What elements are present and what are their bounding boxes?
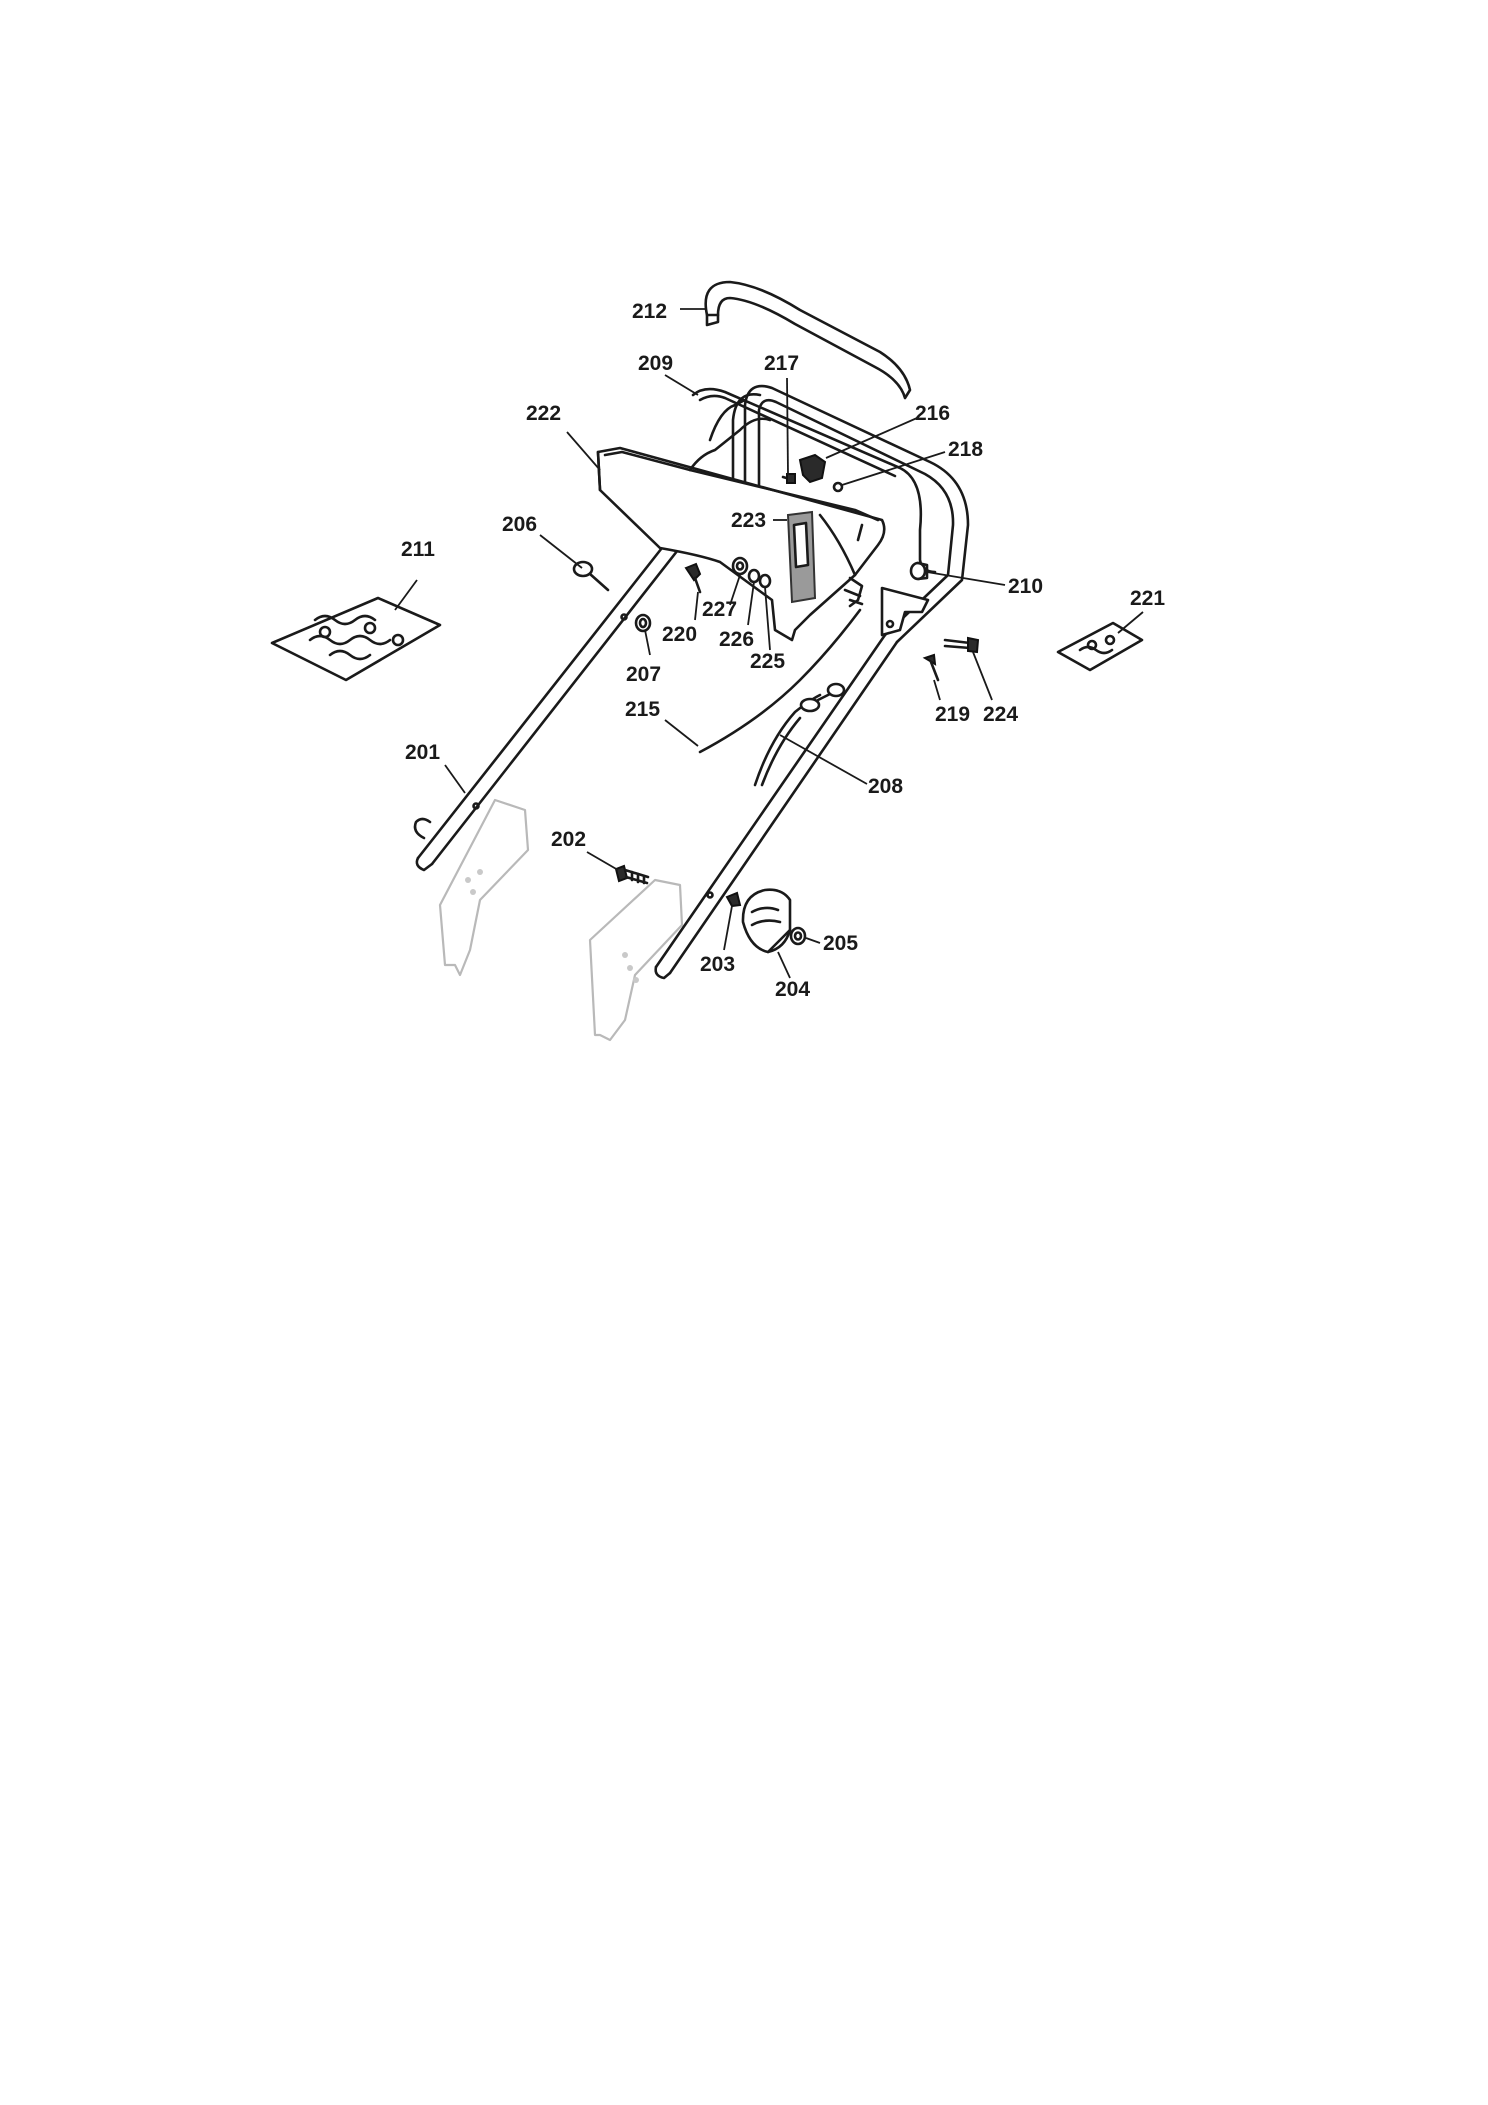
screw-220 bbox=[684, 562, 702, 594]
callout-204: 204 bbox=[775, 978, 810, 1001]
callout-224: 224 bbox=[983, 703, 1018, 726]
height-knob-204 bbox=[741, 888, 792, 954]
cable-clip-216 bbox=[798, 453, 827, 484]
cable-208 bbox=[753, 682, 846, 787]
callout-216: 216 bbox=[915, 402, 950, 425]
left-side-bracket-ghost bbox=[438, 798, 530, 977]
callout-221: 221 bbox=[1130, 587, 1165, 610]
screw-217 bbox=[781, 473, 796, 484]
nut-218 bbox=[832, 481, 844, 493]
callout-211: 211 bbox=[401, 538, 435, 561]
callout-220: 220 bbox=[662, 623, 697, 646]
hardware-bag-221 bbox=[1056, 621, 1144, 672]
lower-handle-right bbox=[654, 633, 899, 980]
callout-227: 227 bbox=[702, 598, 737, 621]
cable-hook-206 bbox=[572, 560, 610, 592]
knob-pin-203 bbox=[725, 891, 742, 908]
cable-bracket-right bbox=[843, 576, 930, 637]
bolt-202 bbox=[614, 864, 650, 885]
handle-grip-212 bbox=[704, 280, 912, 400]
callout-223: 223 bbox=[731, 509, 766, 532]
lower-handle-left-201 bbox=[413, 523, 694, 872]
upper-handle-loop bbox=[731, 384, 970, 644]
nut-205 bbox=[789, 926, 807, 946]
nut-207 bbox=[634, 613, 652, 633]
callout-212: 212 bbox=[632, 300, 667, 323]
callout-202: 202 bbox=[551, 828, 586, 851]
hardware-bag-211 bbox=[270, 596, 442, 682]
right-side-bracket-ghost bbox=[588, 878, 684, 1042]
callout-217: 217 bbox=[764, 352, 799, 375]
leader-lines bbox=[394, 308, 1144, 979]
callout-208: 208 bbox=[868, 775, 903, 798]
callout-205: 205 bbox=[823, 932, 858, 955]
callout-222: 222 bbox=[526, 402, 561, 425]
callout-226: 226 bbox=[719, 628, 754, 651]
callout-215: 215 bbox=[625, 698, 660, 721]
callout-225: 225 bbox=[750, 650, 785, 673]
callout-207: 207 bbox=[626, 663, 661, 686]
callout-203: 203 bbox=[700, 953, 735, 976]
callout-210: 210 bbox=[1008, 575, 1043, 598]
bolt-224 bbox=[943, 636, 980, 654]
nut-227 bbox=[731, 556, 749, 576]
screw-219 bbox=[922, 653, 940, 682]
callout-218: 218 bbox=[948, 438, 983, 461]
callout-219: 219 bbox=[935, 703, 970, 726]
callout-201: 201 bbox=[405, 741, 440, 764]
callout-labels: 212 209 217 216 218 222 223 206 211 210 … bbox=[401, 300, 1165, 1001]
callout-209: 209 bbox=[638, 352, 673, 375]
cable-215 bbox=[698, 608, 862, 754]
bushing-210 bbox=[909, 561, 929, 581]
callout-206: 206 bbox=[502, 513, 537, 536]
decal-223 bbox=[786, 510, 817, 604]
